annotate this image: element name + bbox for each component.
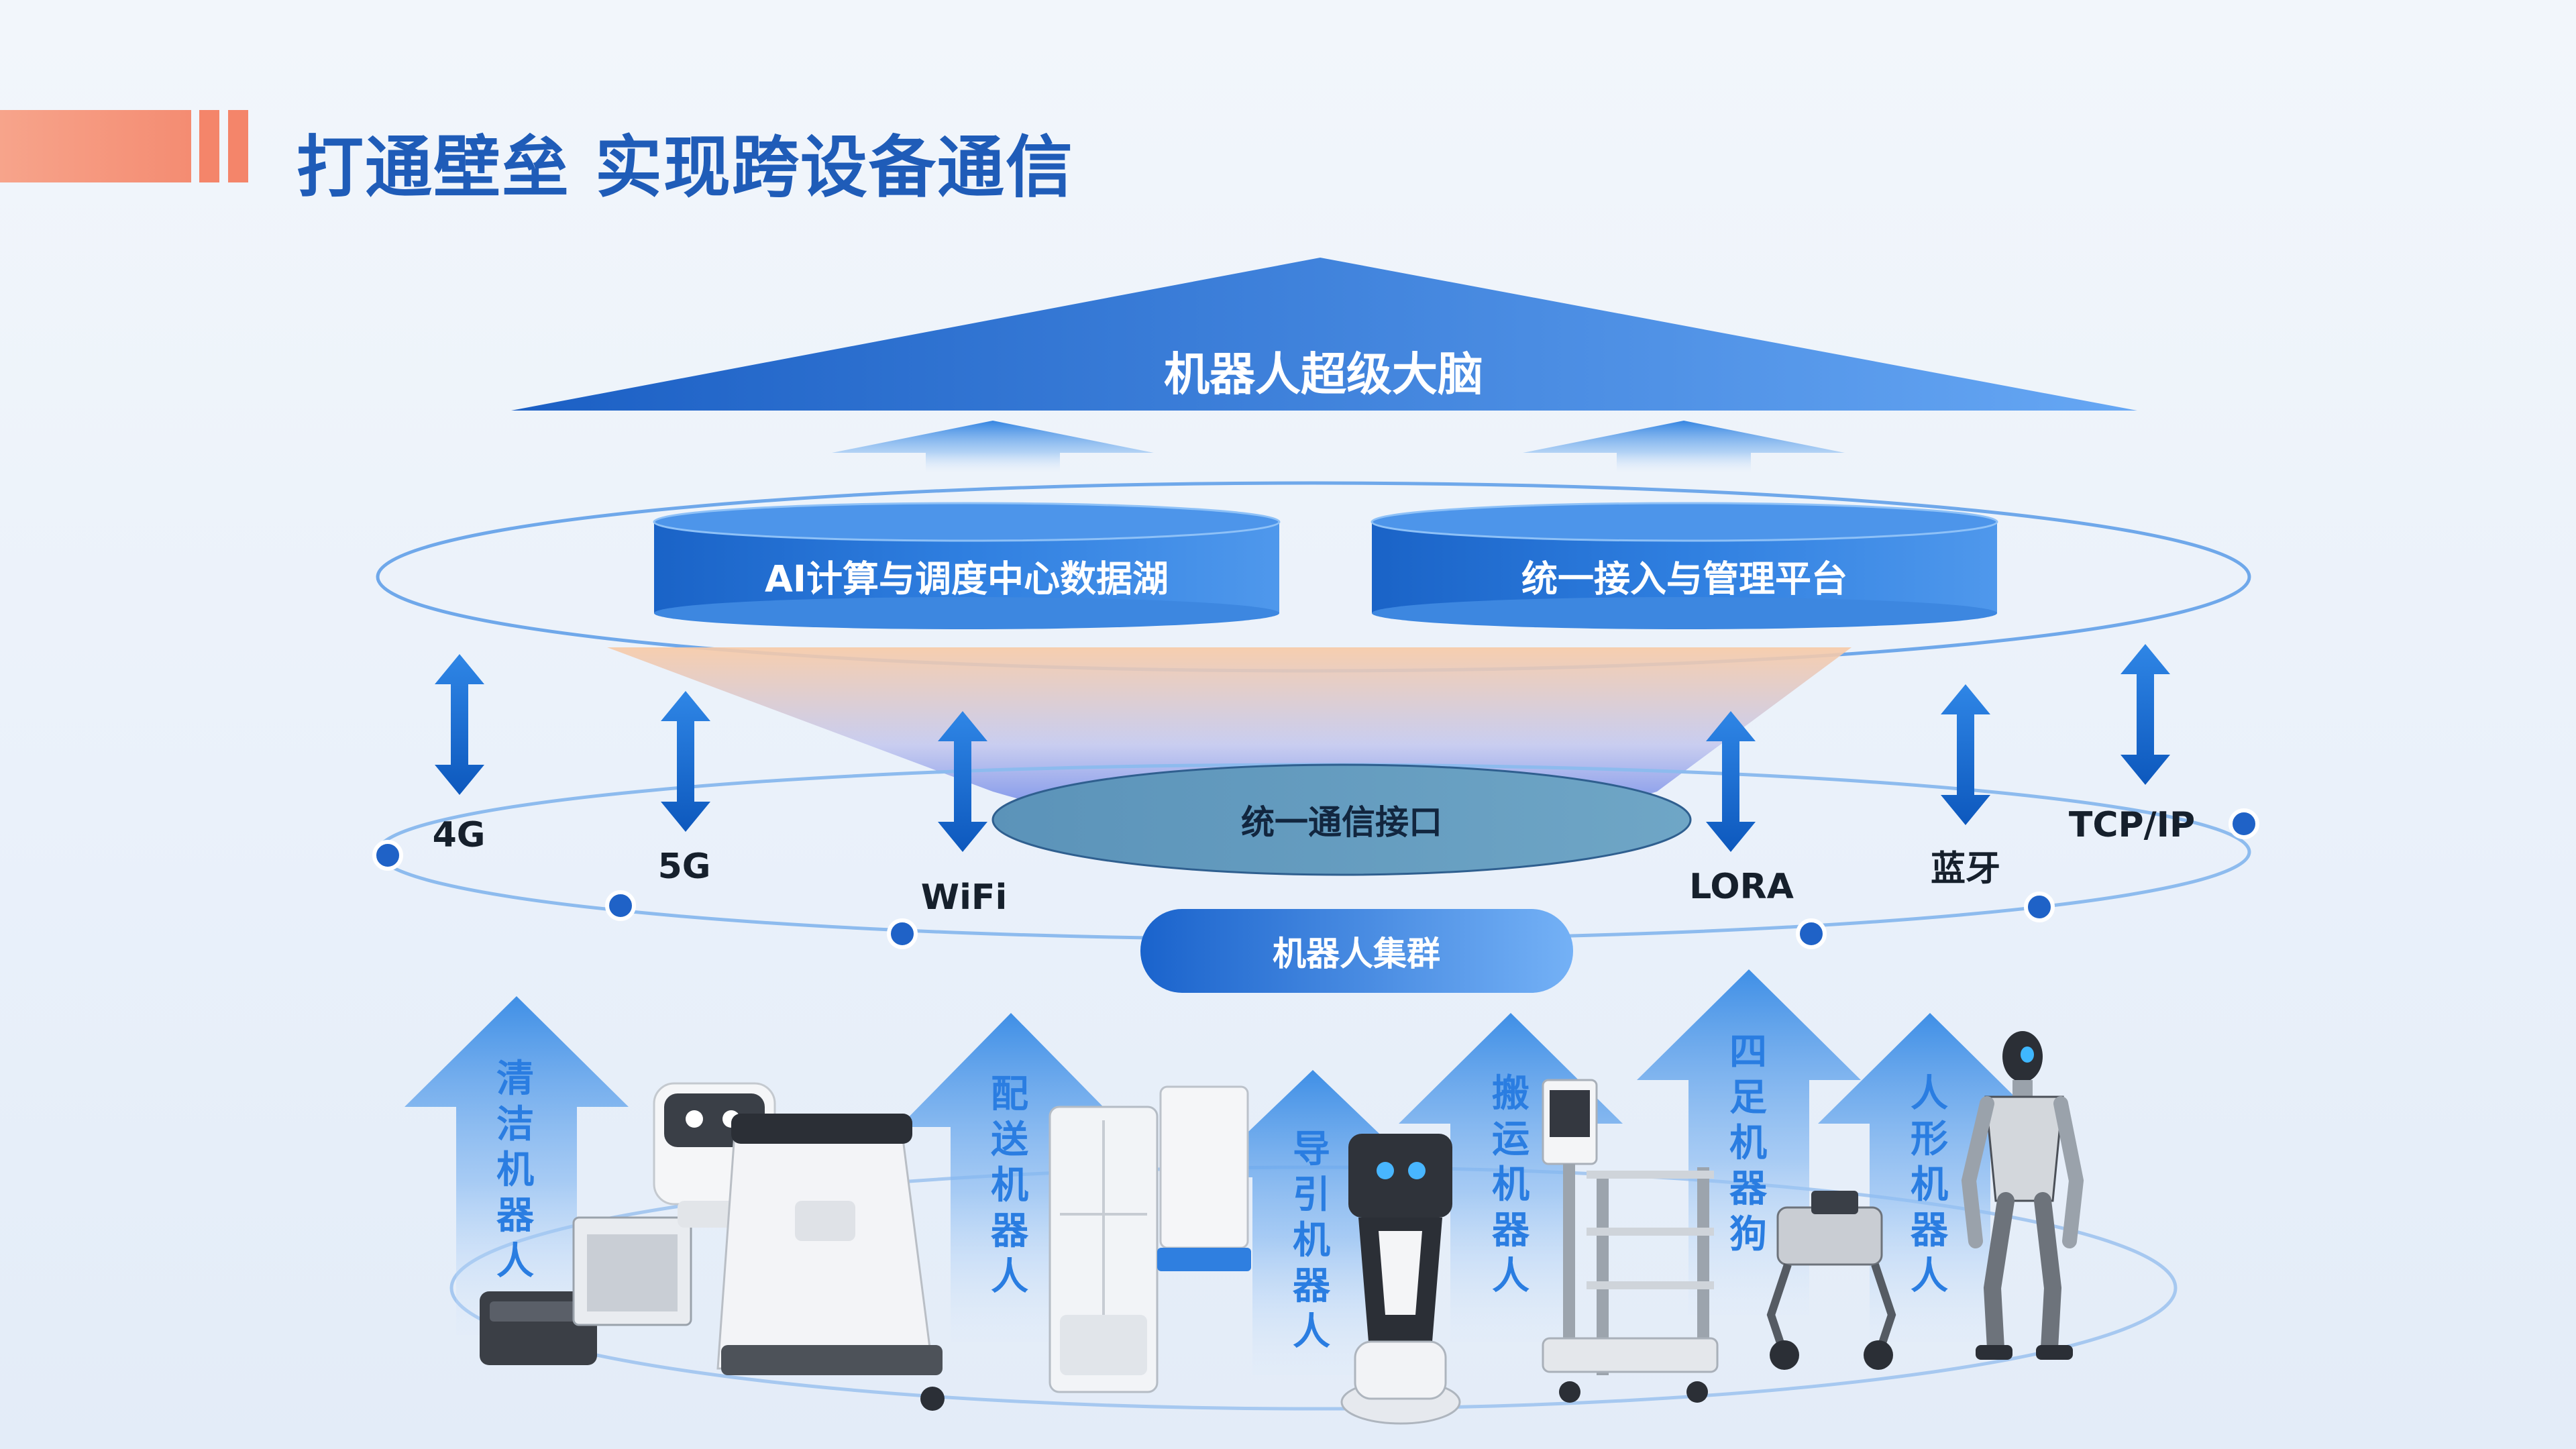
protocol-wifi-label: WiFi	[920, 877, 1008, 918]
arrow-lora	[1706, 711, 1756, 852]
cylinder-management-platform	[1371, 502, 1998, 629]
robot-type-cleaning: 清洁机器人	[496, 1057, 534, 1283]
data-lake-label: AI计算与调度中心数据湖	[765, 557, 1169, 600]
brain-roof	[511, 258, 2137, 411]
header-accent-stripe	[199, 110, 219, 182]
robot-type-quadruped: 四足机器狗	[1729, 1030, 1767, 1256]
robot-type-delivery: 配送机器人	[991, 1073, 1028, 1299]
arrow-up-right	[1523, 421, 1845, 473]
cluster-pill	[1140, 909, 1573, 993]
robot-type-guide: 导引机器人	[1293, 1128, 1330, 1354]
protocol-5g-label: 5G	[657, 847, 711, 887]
protocol-tcpip-label: TCP/IP	[2068, 805, 2196, 845]
node-bluetooth	[2024, 892, 2055, 922]
interface-ellipse	[991, 763, 1692, 876]
arrow-wifi	[938, 711, 987, 852]
arrow-tcpip	[2121, 644, 2170, 785]
cluster-label: 机器人集群	[1273, 934, 1440, 973]
arrow-5g	[661, 691, 710, 832]
management-platform-label: 统一接入与管理平台	[1521, 557, 1847, 600]
header-accent-stripe	[228, 110, 248, 182]
protocol-lora-label: LORA	[1689, 867, 1794, 907]
node-4g	[372, 840, 403, 871]
header-accent-bar	[0, 110, 191, 182]
robot-guide	[1340, 1134, 1461, 1425]
protocol-bluetooth-label: 蓝牙	[1930, 849, 2001, 890]
robot-carrying	[1542, 1079, 1719, 1403]
robot-type-carrying: 搬运机器人	[1492, 1072, 1529, 1298]
arrow-bluetooth	[1941, 684, 1990, 825]
robot-delivery-group	[1049, 1085, 1251, 1393]
node-5g	[605, 890, 636, 921]
node-lora	[1796, 918, 1827, 949]
arrow-4g	[435, 654, 484, 795]
robot-type-humanoid: 人形机器人	[1911, 1072, 1948, 1298]
arrow-up-left	[832, 421, 1154, 473]
robot-quadruped	[1766, 1191, 1896, 1370]
page-title: 打通壁垒 实现跨设备通信	[297, 128, 1074, 207]
robot-cleaning-group	[480, 1082, 945, 1411]
node-tcpip	[2229, 808, 2259, 839]
interface-label: 统一通信接口	[1241, 803, 1442, 842]
robot-humanoid	[1961, 1031, 2084, 1360]
brain-label: 机器人超级大脑	[1163, 348, 1484, 402]
node-wifi	[887, 918, 918, 949]
cylinder-data-lake	[653, 502, 1281, 629]
protocol-4g-label: 4G	[432, 815, 486, 855]
